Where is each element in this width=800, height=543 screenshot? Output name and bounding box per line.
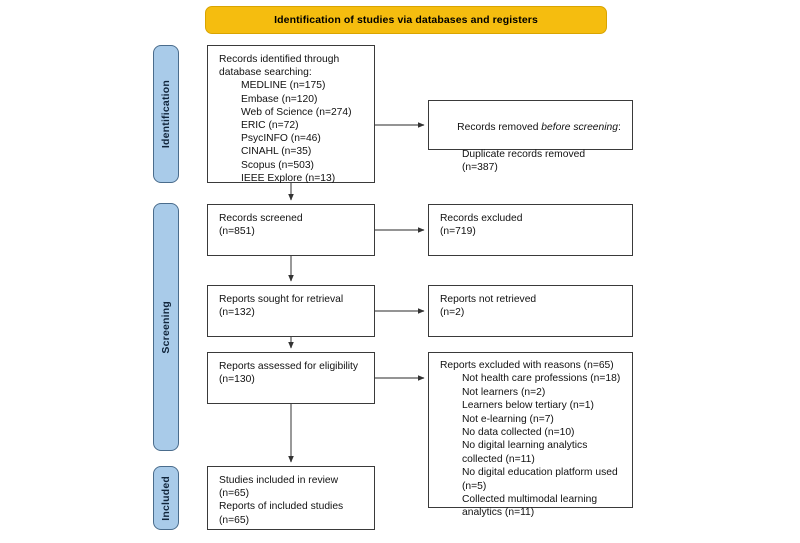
records-removed-title-prefix: Records removed: [457, 122, 542, 134]
reports-excluded-reason: collected (n=11): [462, 453, 535, 465]
stage-pill-screening: Screening: [153, 203, 179, 451]
diagram-header-banner: Identification of studies via databases …: [205, 6, 607, 34]
reports-excluded-heading: Reports excluded with reasons (n=65): [440, 360, 614, 371]
reports-excluded-reason: Not e-learning (n=7): [462, 413, 554, 425]
records-excluded-count: (n=719): [440, 226, 476, 238]
box-records-excluded: Records excluded (n=719): [428, 204, 633, 256]
reports-assessed-count: (n=130): [219, 374, 255, 386]
box-reports-excluded-with-reasons: Reports excluded with reasons (n=65) Not…: [428, 352, 633, 518]
box-reports-not-retrieved: Reports not retrieved (n=2): [428, 285, 633, 337]
box-reports-sought-for-retrieval: Reports sought for retrieval (n=132): [207, 285, 375, 337]
records-identified-source: Scopus (n=503): [241, 159, 314, 171]
records-removed-title-italic: before screening: [541, 122, 619, 134]
records-removed-title-suffix: :: [618, 122, 621, 134]
studies-included-line3: Reports of included studies: [219, 501, 344, 513]
reports-excluded-reason: No digital learning analytics: [462, 440, 588, 452]
box-records-removed: Records removed before screening: Duplic…: [428, 100, 633, 173]
records-identified-source: CINAHL (n=35): [241, 146, 312, 158]
records-identified-title-line2: database searching:: [219, 67, 312, 79]
reports-excluded-reason: Learners below tertiary (n=1): [462, 400, 594, 412]
stage-pill-identification: Identification: [153, 45, 179, 183]
reports-sought-count: (n=132): [219, 307, 255, 319]
reports-not-retrieved-count: (n=2): [440, 307, 465, 319]
records-identified-source: Embase (n=120): [241, 93, 318, 105]
records-removed-count: (n=387): [462, 161, 498, 173]
studies-included-line2: (n=65): [219, 488, 250, 500]
reports-excluded-reason: Collected multimodal learning: [462, 494, 598, 506]
records-identified-source: ERIC (n=72): [241, 120, 299, 132]
records-screened-count: (n=851): [219, 226, 255, 238]
reports-excluded-reason: No digital education platform used: [462, 467, 618, 479]
reports-excluded-reason: Not learners (n=2): [462, 386, 546, 398]
box-studies-included-in-review: Studies included in review (n=65) Report…: [207, 466, 375, 530]
box-records-identified: Records identified through database sear…: [207, 45, 375, 184]
studies-included-line4: (n=65): [219, 514, 250, 526]
diagram-header-title: Identification of studies via databases …: [274, 14, 538, 26]
stage-label-identification: Identification: [160, 79, 172, 149]
stage-label-screening: Screening: [160, 300, 172, 354]
records-removed-detail: Duplicate records removed: [462, 148, 586, 160]
reports-excluded-reason: Not health care professions (n=18): [462, 373, 621, 385]
reports-excluded-reason: No data collected (n=10): [462, 427, 575, 439]
box-records-screened: Records screened (n=851): [207, 204, 375, 256]
records-excluded-label: Records excluded: [440, 213, 523, 224]
records-identified-source: PsycINFO (n=46): [241, 133, 321, 145]
records-screened-label: Records screened: [219, 213, 303, 224]
records-removed-title: Records removed before screening:: [440, 108, 623, 148]
stage-pill-included: Included: [153, 466, 179, 530]
reports-excluded-reason: analytics (n=11): [462, 507, 535, 519]
reports-not-retrieved-label: Reports not retrieved: [440, 294, 537, 305]
records-identified-source: MEDLINE (n=175): [241, 80, 326, 92]
reports-sought-label: Reports sought for retrieval: [219, 294, 344, 305]
stage-label-included: Included: [160, 475, 172, 521]
reports-assessed-label: Reports assessed for eligibility: [219, 361, 359, 372]
records-identified-source: IEEE Explore (n=13): [241, 172, 336, 184]
records-identified-source: Web of Science (n=274): [241, 106, 352, 118]
studies-included-line1: Studies included in review: [219, 475, 339, 486]
box-reports-assessed-for-eligibility: Reports assessed for eligibility (n=130): [207, 352, 375, 404]
reports-excluded-reason: (n=5): [462, 480, 487, 492]
records-identified-title-line1: Records identified through: [219, 54, 340, 65]
